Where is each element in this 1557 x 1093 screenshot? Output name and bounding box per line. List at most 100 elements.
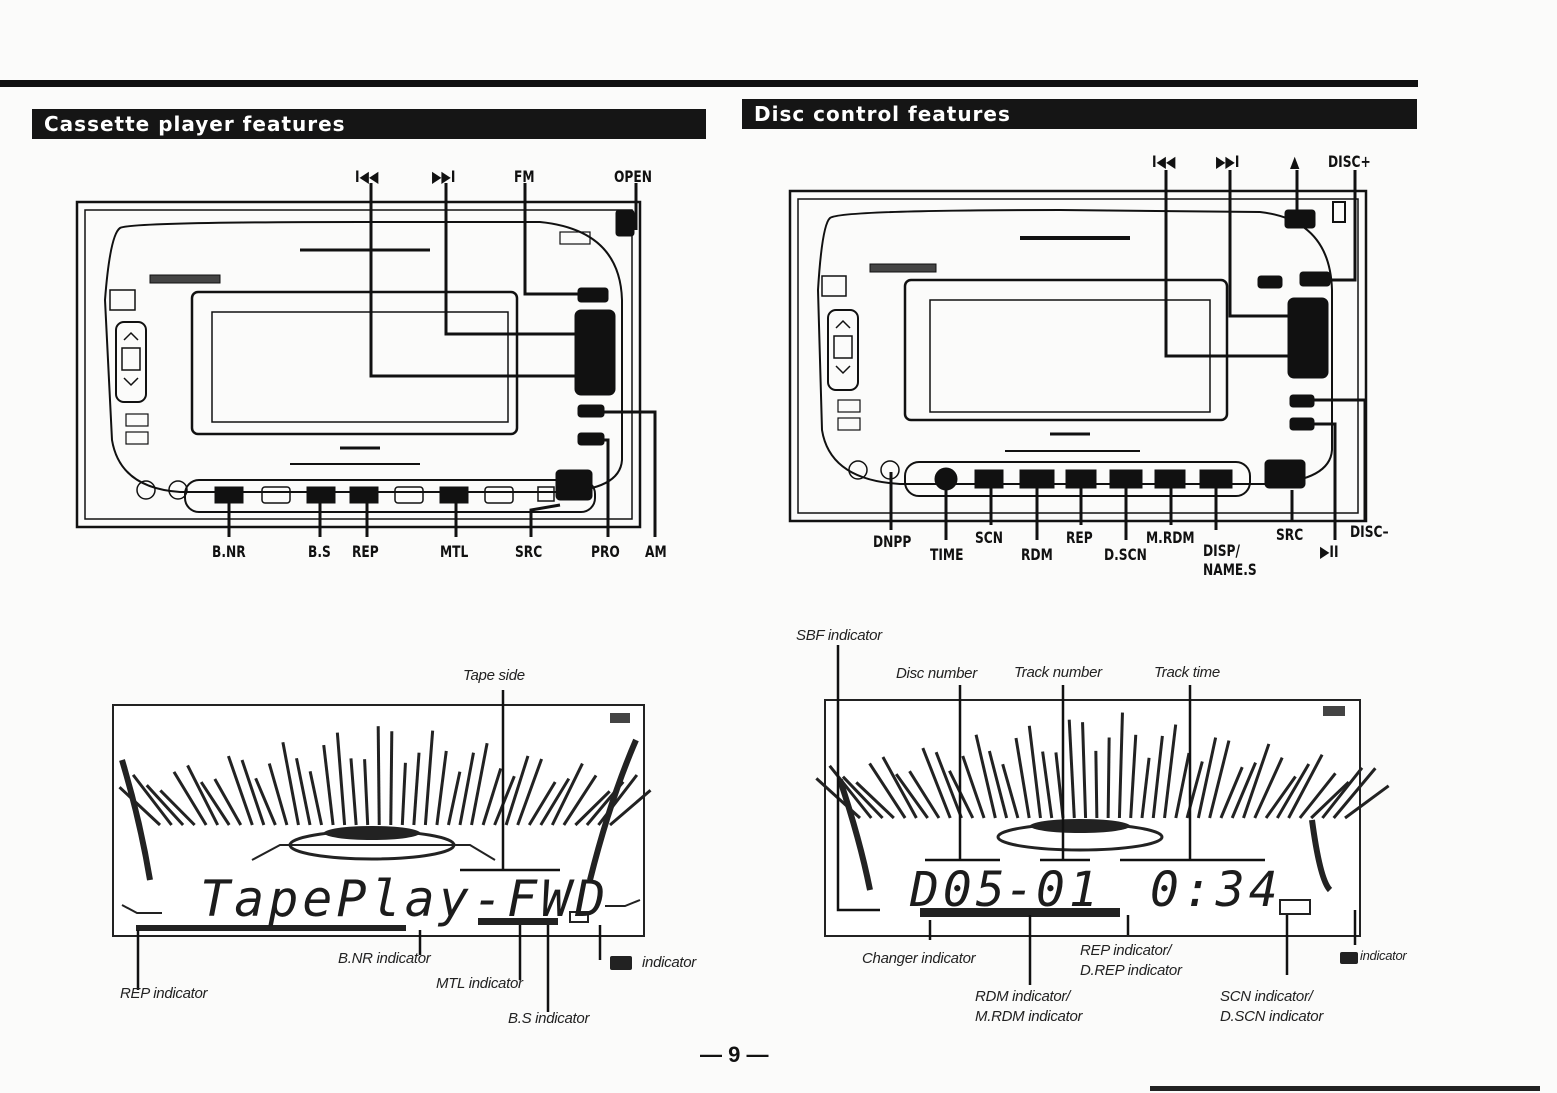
- lcd-spectrum-bar: [1140, 757, 1151, 819]
- label-src: SRC: [515, 542, 543, 561]
- label-track-number: Track number: [1014, 664, 1102, 681]
- lcd-spectrum-bar: [412, 752, 421, 826]
- bottom-rule: [1150, 1086, 1540, 1091]
- lcd-spectrum-bar: [539, 777, 571, 826]
- lcd-spectrum-bar: [131, 773, 173, 826]
- lcd-spectrum-bar: [389, 731, 394, 826]
- lcd-separator: -: [1005, 862, 1038, 918]
- label-pro: PRO: [591, 542, 620, 561]
- lcd-spectrum-bar: [562, 774, 598, 826]
- label-dolby-indicator-disc: indicator: [1360, 948, 1407, 963]
- lcd-spectrum-bar: [609, 789, 652, 827]
- top-rule: [0, 80, 1418, 87]
- lcd-spectrum-bar: [281, 741, 300, 826]
- lcd-spectrum-bar: [435, 750, 448, 826]
- cassette-lcd: [112, 690, 652, 1012]
- label-src-disc: SRC: [1276, 525, 1304, 544]
- label-changer-indicator: Changer indicator: [862, 950, 976, 967]
- lcd-spectrum-bar: [550, 762, 584, 826]
- label-rdm-indicator-line1: RDM indicator/: [975, 988, 1070, 1005]
- lcd-spectrum-bar: [1163, 724, 1178, 819]
- label-dolby-indicator: indicator: [642, 954, 696, 971]
- label-fm: FM: [514, 167, 535, 186]
- label-mrdm: M.RDM: [1146, 528, 1195, 547]
- lcd-spectrum-bar: [118, 786, 162, 827]
- lcd-spectrum-bar: [894, 773, 929, 819]
- lcd-tapeplay-text: TapePlay-FWD: [200, 870, 610, 928]
- label-sbf-indicator: SBF indicator: [796, 627, 882, 644]
- label-bnr: B.NR: [212, 542, 246, 561]
- label-scn-indicator-line2: D.SCN indicator: [1220, 1008, 1324, 1025]
- lcd-spectrum-bar: [1242, 743, 1271, 819]
- label-am: AM: [645, 542, 667, 561]
- label-scn-indicator-line1: SCN indicator/: [1220, 988, 1313, 1005]
- lcd-spectrum-bar: [481, 768, 503, 826]
- lcd-spectrum-bar: [516, 758, 543, 826]
- lcd-spectrum-bar: [828, 764, 873, 819]
- label-disp: DISP/: [1203, 541, 1240, 560]
- lcd-spectrum-bar: [186, 764, 220, 826]
- lcd-spectrum-bar: [934, 751, 963, 819]
- lcd-spectrum-bar: [527, 781, 557, 826]
- lcd-spectrum-bar: [493, 775, 516, 826]
- lcd-spectrum-bar: [1344, 784, 1390, 820]
- label-disc-plus: DISC+: [1328, 152, 1371, 171]
- label-dnpp: DNPP: [873, 532, 912, 551]
- lcd-spectrum-bar: [1151, 735, 1164, 819]
- label-rep-indicator-line2: D.REP indicator: [1080, 962, 1182, 979]
- label-bnr-indicator: B.NR indicator: [338, 950, 431, 967]
- dolby-icon: [1340, 952, 1358, 964]
- lcd-spectrum-bar: [172, 771, 208, 826]
- label-rdm-indicator-line2: M.RDM indicator: [975, 1008, 1083, 1025]
- lcd-spectrum-bar: [1264, 775, 1297, 819]
- label-rep: REP: [352, 542, 379, 561]
- lcd-spectrum-bar: [240, 759, 266, 826]
- label-play-pause: ▶II: [1320, 542, 1339, 561]
- lcd-spectrum-bar: [841, 775, 884, 820]
- label-open: OPEN: [614, 167, 652, 186]
- lcd-spectrum-bar: [1321, 766, 1364, 819]
- lcd-spectrum-bar: [446, 771, 462, 826]
- disc-faceplate: [788, 189, 1368, 523]
- label-bs-indicator: B.S indicator: [508, 1010, 590, 1027]
- lcd-spectrum-bar: [1094, 750, 1099, 819]
- lcd-spectrum-bar: [295, 757, 312, 826]
- lcd-spectrum-bar: [199, 781, 231, 826]
- lcd-spectrum-bar: [974, 734, 997, 819]
- label-mtl-indicator: MTL indicator: [436, 975, 523, 992]
- label-tape-side: Tape side: [463, 667, 525, 684]
- lcd-spectrum-bar: [1014, 737, 1031, 819]
- lcd-spectrum-bar: [227, 755, 254, 826]
- lcd-spectrum-bar: [1287, 753, 1324, 819]
- label-name-s: NAME.S: [1203, 560, 1257, 579]
- lcd-spectrum-bar: [908, 770, 941, 819]
- label-rep-disc: REP: [1066, 528, 1093, 547]
- label-rep-indicator-line1: REP indicator/: [1080, 942, 1172, 959]
- dolby-icon: [610, 956, 632, 970]
- lcd-spectrum-bar: [1219, 766, 1244, 819]
- lcd-spectrum-bar: [1081, 722, 1088, 819]
- label-time: TIME: [930, 545, 964, 564]
- lcd-spectrum-bar: [213, 778, 243, 826]
- lcd-spectrum-bar: [921, 747, 952, 819]
- label-prev-track: I◀◀: [355, 167, 379, 186]
- section-title-disc: Disc control features: [742, 99, 1417, 129]
- label-disc-number: Disc number: [896, 665, 977, 682]
- lcd-spectrum-bar: [400, 762, 407, 826]
- lcd-disc-number: D05: [910, 862, 1009, 918]
- page-number: — 9 —: [700, 1042, 769, 1067]
- lcd-spectrum-bar: [1196, 737, 1218, 819]
- lcd-spectrum-bar: [504, 755, 530, 826]
- lcd-spectrum-bar: [987, 750, 1009, 819]
- label-disc-minus: DISC–: [1350, 522, 1389, 541]
- section-title-cassette: Cassette player features: [32, 109, 706, 139]
- lcd-track-time: 0:34: [1150, 862, 1282, 918]
- lcd-spectrum-bar: [1001, 763, 1020, 819]
- lcd-spectrum-bar: [159, 789, 196, 827]
- lcd-track-number: 01: [1036, 862, 1102, 918]
- lcd-spectrum-bar: [376, 726, 381, 826]
- label-next-track: ▶▶I: [432, 167, 456, 186]
- cassette-leader-lines: [227, 183, 657, 537]
- lcd-spectrum-bar: [335, 732, 347, 826]
